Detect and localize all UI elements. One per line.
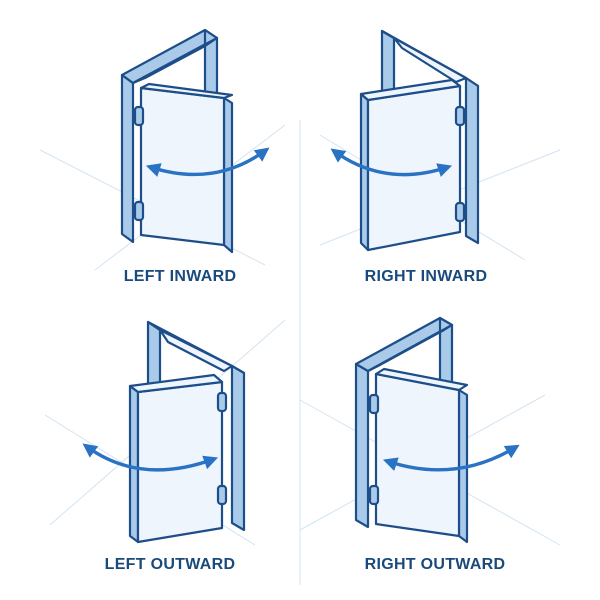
label-left-inward: LEFT INWARD [123, 268, 237, 285]
door-left-outward-icon [82, 320, 246, 544]
guide-lines [39, 120, 561, 585]
door-right-outward-icon [354, 316, 520, 544]
label-left-outward: LEFT OUTWARD [104, 556, 236, 573]
door-right-inward-icon [330, 29, 480, 252]
label-right-inward: RIGHT INWARD [364, 268, 488, 285]
door-left-inward-icon [120, 28, 270, 254]
label-right-outward: RIGHT OUTWARD [364, 556, 506, 573]
